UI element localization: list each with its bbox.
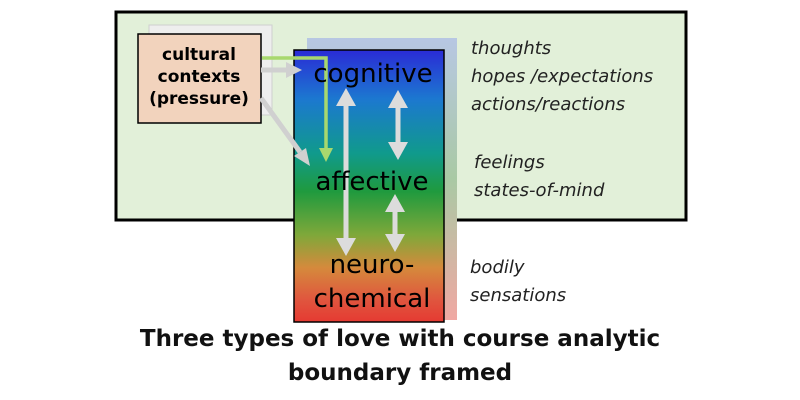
affective-neuro-double-arrow: [385, 194, 405, 252]
context-to-affective-arrow: [258, 96, 310, 166]
pressure-highlight-arrow: [262, 56, 333, 162]
context-to-cognitive-arrow: [261, 62, 302, 78]
cognitive-neuro-double-arrow: [336, 88, 356, 256]
cultural-contexts-box: [137, 33, 262, 124]
context-label-line-2: contexts: [158, 67, 241, 87]
layer-label-neuro: neuro-: [330, 250, 415, 280]
caption-line-2: boundary framed: [287, 360, 513, 386]
desc-neuro-2: sensations: [470, 285, 566, 306]
layer-label-cognitive: cognitive: [313, 59, 432, 89]
desc-cognitive-3: actions/reactions: [471, 94, 625, 115]
layer-column: [293, 49, 445, 323]
cognitive-affective-double-arrow: [388, 90, 408, 160]
layer-label-chemical: chemical: [314, 284, 431, 314]
layer-label-affective: affective: [316, 167, 429, 197]
caption-line-1: Three types of love with course analytic: [139, 326, 661, 352]
context-label-line-3: (pressure): [149, 89, 249, 109]
desc-affective-1: feelings: [474, 152, 545, 173]
context-label-line-1: cultural: [162, 45, 236, 65]
desc-cognitive-2: hopes /expectations: [471, 66, 653, 87]
desc-affective-2: states-of-mind: [474, 180, 605, 201]
desc-neuro-1: bodily: [470, 257, 525, 278]
desc-cognitive-1: thoughts: [471, 38, 551, 59]
